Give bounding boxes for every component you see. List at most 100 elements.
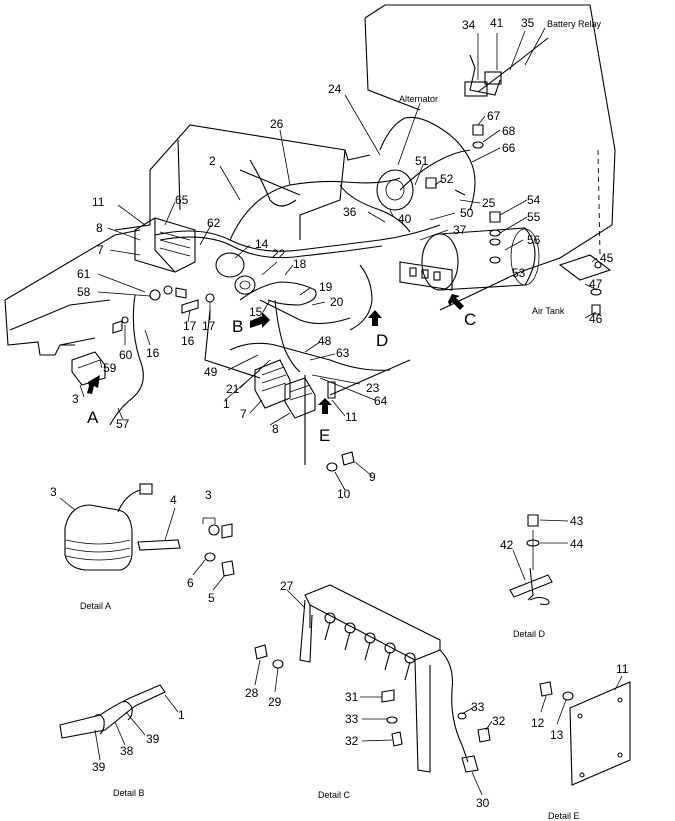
main-callouts: 34 41 35 24 67 68 66 26 2 51 52 25 54 55… (72, 16, 614, 501)
callout: 45 (600, 251, 614, 265)
detail-e (539, 675, 631, 786)
callout: 47 (589, 277, 603, 291)
detail-c-title: Detail C (318, 790, 351, 800)
callout: 60 (119, 348, 133, 362)
callout: 40 (398, 212, 412, 226)
callout: 68 (502, 124, 516, 138)
callout: 51 (415, 154, 429, 168)
callout: 20 (330, 295, 344, 309)
callout: 15 (249, 305, 263, 319)
detail-a (59, 483, 235, 591)
callout: 8 (272, 422, 279, 436)
callout: 39 (92, 760, 106, 774)
callout: 5 (208, 591, 215, 605)
callout: 3 (205, 488, 212, 502)
callout: 33 (471, 700, 485, 714)
callout: 66 (502, 141, 516, 155)
detail-c (254, 584, 493, 796)
callout: 14 (255, 237, 269, 251)
view-letter: C (464, 310, 476, 329)
callout: 62 (207, 216, 221, 230)
callout: 52 (440, 172, 454, 186)
callout: 28 (245, 686, 259, 700)
detail-a-title: Detail A (80, 601, 111, 611)
view-letter: B (232, 317, 243, 336)
callout: 1 (178, 708, 185, 722)
callout: 1 (223, 397, 230, 411)
callout: 38 (120, 744, 134, 758)
callout: 55 (527, 210, 541, 224)
callout: 59 (103, 361, 117, 375)
callout: 46 (589, 312, 603, 326)
callout: 35 (521, 16, 535, 30)
callout: 22 (272, 247, 286, 261)
detail-e-title: Detail E (548, 811, 580, 821)
callout: 23 (366, 381, 380, 395)
callout: 63 (336, 346, 350, 360)
callout: 54 (527, 193, 541, 207)
main-assembly-view (4, 4, 616, 491)
callout: 26 (270, 117, 284, 131)
callout: 17 (202, 319, 216, 333)
callout: 36 (343, 205, 357, 219)
callout: 3 (72, 392, 79, 406)
callout: 32 (345, 734, 359, 748)
callout: 33 (345, 712, 359, 726)
callout: 21 (226, 382, 240, 396)
callout: 50 (460, 206, 474, 220)
detail-d-title: Detail D (513, 629, 546, 639)
detail-callouts: 3 4 3 6 5 43 44 42 27 28 29 31 33 32 33 … (50, 485, 629, 810)
detail-b (59, 684, 179, 761)
callout: 53 (512, 266, 526, 280)
callout: 43 (570, 514, 584, 528)
view-letter: A (87, 408, 99, 427)
view-letter: D (376, 331, 388, 350)
callout: 49 (204, 365, 218, 379)
callout: 41 (490, 16, 504, 30)
callout: 13 (550, 728, 564, 742)
callout: 34 (462, 18, 476, 32)
callout: 61 (77, 267, 91, 281)
callout: 24 (328, 82, 342, 96)
callout: 67 (487, 109, 501, 123)
callout: 31 (345, 690, 359, 704)
callout: 25 (482, 196, 496, 210)
battery-relay-label: Battery Relay (547, 19, 602, 29)
callout: 65 (175, 193, 189, 207)
callout: 9 (369, 470, 376, 484)
leader-lines-main (79, 27, 598, 491)
callout: 11 (616, 662, 629, 676)
callout: 32 (492, 714, 506, 728)
callout: 17 (183, 319, 197, 333)
callout: 2 (209, 154, 216, 168)
callout: 6 (187, 576, 194, 590)
detail-d (509, 514, 569, 606)
callout: 7 (240, 407, 247, 421)
callout: 8 (96, 221, 103, 235)
callout: 48 (318, 334, 332, 348)
air-tank-label: Air Tank (532, 306, 565, 316)
callout: 11 (345, 410, 358, 424)
callout: 12 (531, 716, 545, 730)
callout: 11 (92, 195, 105, 209)
callout: 29 (268, 695, 282, 709)
callout: 7 (97, 243, 104, 257)
callout: 57 (116, 417, 130, 431)
callout: 3 (50, 485, 57, 499)
callout: 42 (500, 538, 514, 552)
callout: 18 (293, 257, 307, 271)
callout: 58 (77, 285, 91, 299)
callout: 16 (181, 334, 195, 348)
callout: 39 (146, 732, 160, 746)
callout: 37 (453, 223, 467, 237)
callout: 16 (146, 346, 160, 360)
callout: 4 (170, 493, 177, 507)
view-letter: E (319, 426, 330, 445)
callout: 56 (527, 233, 541, 247)
callout: 64 (374, 394, 388, 408)
callout: 27 (280, 579, 294, 593)
callout: 44 (570, 537, 584, 551)
detail-b-title: Detail B (113, 788, 145, 798)
callout: 10 (337, 487, 351, 501)
